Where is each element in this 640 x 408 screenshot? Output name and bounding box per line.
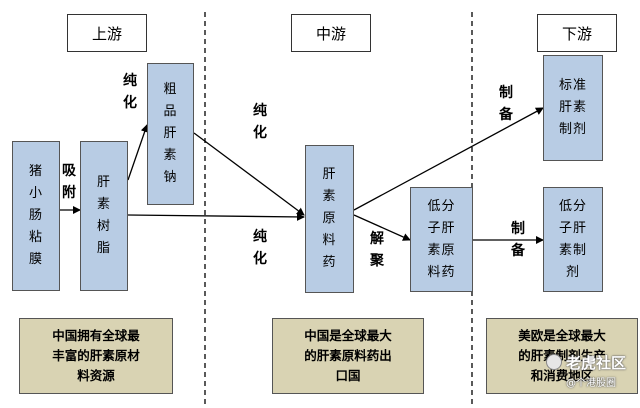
watermark-brand: 老虎社区 <box>566 354 627 372</box>
arrow-api-to-standard <box>353 107 544 211</box>
arrow-api-to-lmwh <box>353 214 411 241</box>
edge-label-prepare-low: 制 备 <box>511 221 525 259</box>
node-heparin-resin: 肝 素 树 脂 <box>80 141 128 291</box>
note-downstream: 美欧是全球最大 的肝素制剂生产 和消费地区 <box>486 318 638 394</box>
arrow-crude-to-api <box>193 132 305 216</box>
edge-label-purify-mid: 纯 化 <box>253 103 267 141</box>
node-lmwh-preparation: 低分 子肝 素制 剂 <box>543 187 603 292</box>
node-lmwh-api: 低分 子肝 素原 料药 <box>410 187 473 292</box>
arrow-resin-to-crude <box>127 124 149 181</box>
node-heparin-api: 肝 素 原 料 药 <box>305 145 354 293</box>
edge-label-adsorb: 吸 附 <box>62 163 76 201</box>
edge-label-depolymerize: 解 聚 <box>370 231 384 269</box>
node-pig-mucosa: 猪 小 肠 粘 膜 <box>12 141 60 291</box>
edge-label-purify-low: 纯 化 <box>253 229 267 267</box>
stage-header-downstream: 下游 <box>537 14 617 52</box>
edge-label-purify-top: 纯 化 <box>123 73 137 111</box>
stage-header-upstream: 上游 <box>67 14 147 52</box>
watermark-logo-icon <box>546 354 562 370</box>
note-upstream: 中国拥有全球最 丰富的肝素原材 料资源 <box>19 318 173 394</box>
node-crude-heparin-sodium: 粗 品 肝 素 钠 <box>147 63 194 205</box>
arrow-resin-to-api <box>127 212 305 221</box>
note-midstream: 中国是全球最大 的肝素原料药出 口国 <box>272 318 424 394</box>
edge-label-prepare-top: 制 备 <box>499 85 513 123</box>
watermark-sub: @个港股圈 <box>566 378 616 389</box>
node-standard-heparin-preparation: 标准 肝素 制剂 <box>543 55 603 161</box>
stage-header-midstream: 中游 <box>291 14 371 52</box>
